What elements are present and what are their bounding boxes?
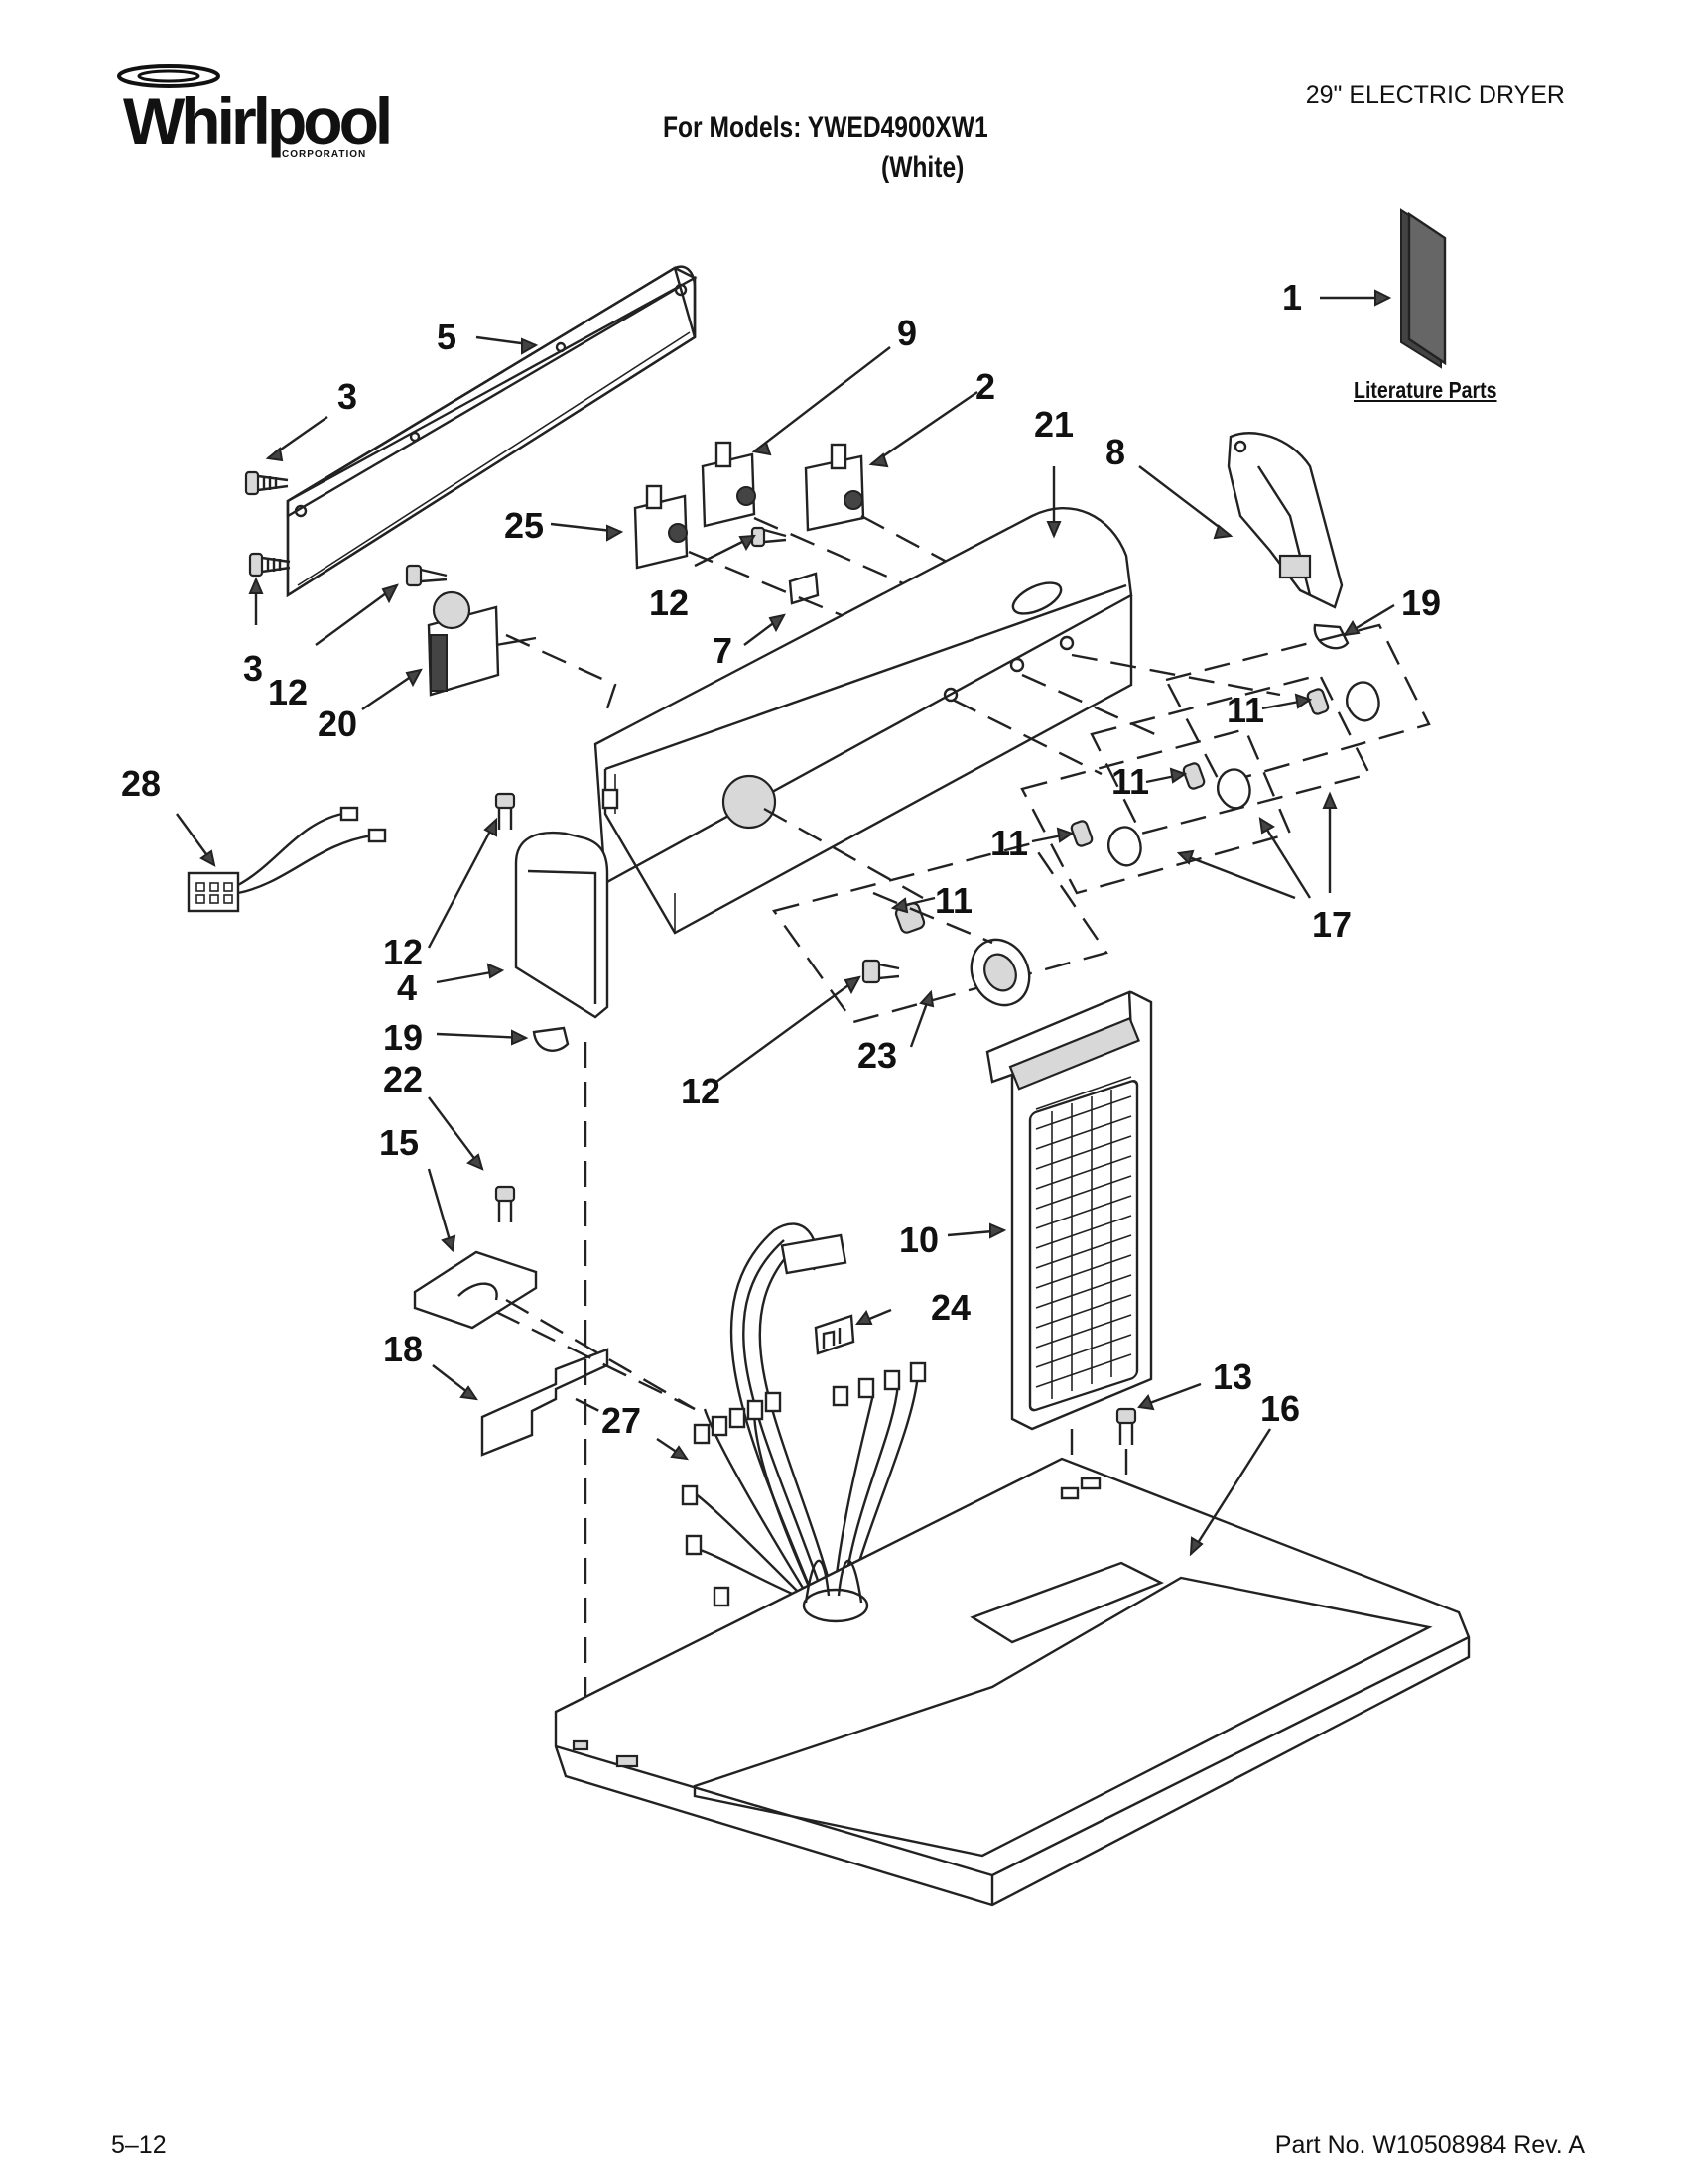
bracket-15-leader [505, 1298, 696, 1411]
callout-11-d: 11 [935, 880, 973, 921]
callout-2: 2 [975, 366, 995, 407]
knob-dashed-leaders [763, 653, 1281, 945]
callout-8: 8 [1105, 432, 1125, 472]
end-cap-right [1227, 432, 1344, 609]
callout-1: 1 [1282, 277, 1302, 318]
callout-12-a: 12 [649, 582, 689, 623]
callout-13: 13 [1213, 1356, 1252, 1397]
switch-9 [701, 441, 756, 528]
brand-name: Whirlpool [123, 84, 393, 158]
callout-18: 18 [383, 1329, 423, 1369]
switch-25 [633, 484, 689, 570]
callout-12-d: 12 [681, 1071, 720, 1111]
whirlpool-logo: Whirlpool CORPORATION [107, 62, 393, 169]
bracket-18 [480, 1348, 609, 1457]
swirl-logo-icon [117, 64, 220, 88]
bracket-leader [495, 1310, 696, 1411]
screw-3-lower [248, 552, 291, 578]
callout-27: 27 [601, 1400, 641, 1441]
clip-19-lower [532, 1026, 570, 1052]
callout-12-c: 12 [383, 932, 423, 972]
literature-parts-label: Literature Parts [1354, 377, 1497, 403]
wire-harness-28 [187, 806, 387, 913]
control-console [593, 506, 1133, 935]
knob-group-lower [1020, 727, 1292, 895]
callout-arrows [176, 289, 1395, 1557]
knob-group-middle [1090, 673, 1371, 835]
callout-22: 22 [383, 1059, 423, 1099]
screw-3-upper [244, 470, 289, 496]
switch-clip-7 [788, 572, 820, 605]
timer-screw [405, 564, 448, 587]
callout-7: 7 [713, 630, 732, 671]
callout-3-lower: 3 [243, 648, 263, 689]
main-wire-harness [681, 1222, 927, 1607]
product-type: 29" ELECTRIC DRYER [1305, 81, 1565, 109]
screw-13 [1115, 1407, 1137, 1445]
screw-12-front [861, 959, 900, 984]
callout-19-lower: 19 [383, 1017, 423, 1058]
callout-19-upper: 19 [1401, 582, 1441, 623]
top-panel [554, 1457, 1471, 1907]
bracket-15 [413, 1250, 538, 1330]
callout-12-b: 12 [268, 672, 308, 712]
callout-4: 4 [397, 967, 417, 1008]
model-color: (White) [881, 151, 965, 184]
callout-17: 17 [1312, 904, 1352, 945]
part-number: Part No. W10508984 Rev. A [1274, 2131, 1585, 2159]
page-number: 5–12 [111, 2131, 167, 2159]
end-cap-left [514, 831, 609, 1019]
callout-11-a: 11 [1227, 690, 1264, 730]
callout-3-upper: 3 [337, 376, 357, 417]
switch-screw [750, 526, 787, 548]
literature-book [1400, 208, 1447, 369]
callout-28: 28 [121, 763, 161, 804]
switch-2 [804, 443, 865, 532]
callout-11-c: 11 [990, 823, 1028, 863]
callout-23: 23 [857, 1035, 897, 1076]
brand-subtitle: CORPORATION [282, 149, 367, 160]
models-line: For Models: YWED4900XW1 [663, 111, 988, 144]
timer-knob-group [772, 841, 1108, 1024]
callout-25: 25 [504, 505, 544, 546]
timer [427, 590, 617, 715]
console-back-panel [286, 265, 698, 598]
bracket-leader-2 [575, 1397, 606, 1416]
knob-group-upper [1164, 623, 1431, 786]
callout-20: 20 [318, 704, 357, 744]
end-cap-screw [494, 792, 516, 830]
callout-24: 24 [931, 1287, 971, 1328]
callout-21: 21 [1034, 404, 1074, 445]
screw-22 [494, 1185, 516, 1222]
lint-filter [985, 990, 1153, 1431]
callout-labels: 1 2 3 3 4 5 7 8 9 10 11 11 11 11 12 12 1… [121, 277, 1441, 1441]
callout-15: 15 [379, 1122, 419, 1163]
callout-5: 5 [437, 317, 456, 357]
callout-11-b: 11 [1111, 761, 1149, 802]
callout-9: 9 [897, 313, 917, 353]
callout-10: 10 [899, 1220, 939, 1260]
terminal-block-24 [814, 1314, 855, 1355]
callout-16: 16 [1260, 1388, 1300, 1429]
